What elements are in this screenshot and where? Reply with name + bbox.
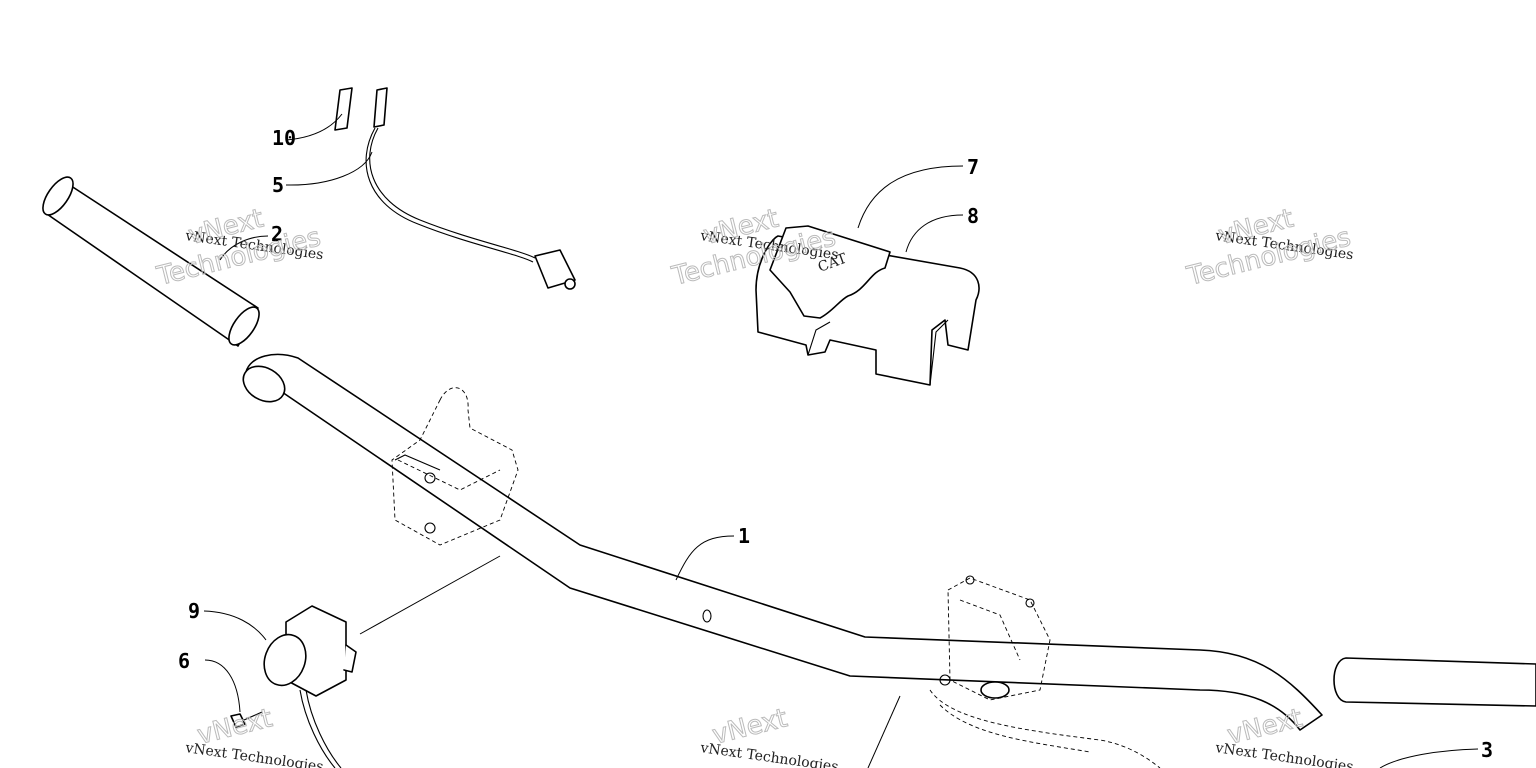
part-10-screw — [230, 711, 263, 728]
watermark-4-big: vNext — [194, 703, 276, 751]
callout-2: 2 — [271, 222, 283, 246]
callout-7: 7 — [967, 155, 979, 179]
part-3-grip-right — [1333, 657, 1536, 707]
callout-9: 9 — [188, 599, 200, 623]
callout-3: 3 — [1481, 738, 1493, 762]
watermark-6-big: vNext — [1224, 703, 1306, 751]
part-6-tab — [334, 87, 353, 131]
watermark-5-big: vNext — [709, 703, 791, 751]
bracket-center-ghost — [929, 575, 1161, 768]
callout-6: 10 — [272, 126, 296, 150]
part-2-grip — [42, 176, 260, 347]
part-1-handlebar — [242, 353, 1323, 731]
callout-8: 8 — [967, 204, 979, 228]
watermark-text-big-top: vNext — [1224, 703, 1305, 750]
callout-10: 6 — [178, 649, 190, 673]
part-7-cover: CAT — [769, 225, 891, 319]
callout-1: 1 — [738, 524, 750, 548]
callout-5: 5 — [272, 173, 284, 197]
leader-lines — [203, 113, 1479, 768]
callout-labels: 10 5 2 7 8 1 9 6 3 — [178, 126, 1493, 762]
watermark-text-big-top: vNext — [709, 703, 790, 750]
watermark-text-big-top: vNext — [194, 703, 275, 750]
part-5-heater-wire — [365, 87, 576, 290]
bracket-left-ghost — [391, 387, 519, 546]
part-9-switch-housing — [263, 605, 357, 768]
